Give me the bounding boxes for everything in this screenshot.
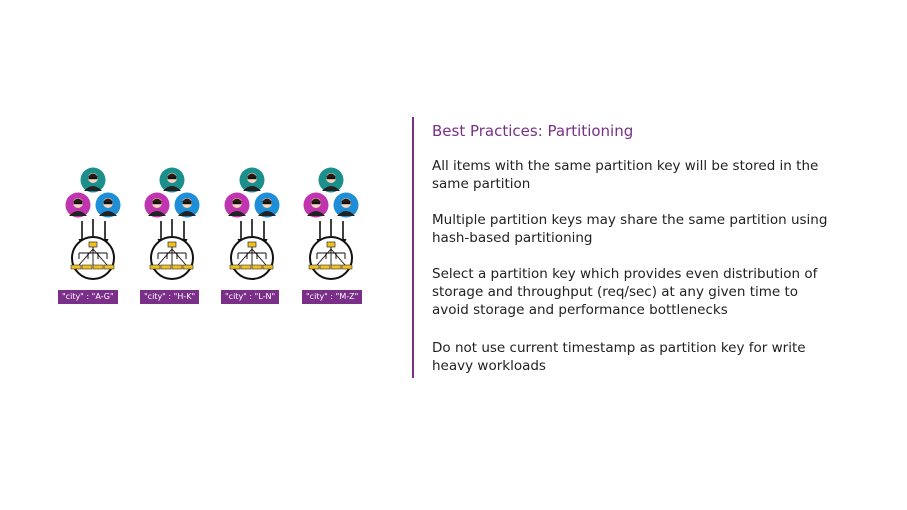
user-icon <box>174 192 200 218</box>
user-icon <box>333 192 359 218</box>
bullet-1: All items with the same partition key wi… <box>432 158 819 192</box>
bullet-2: Multiple partition keys may share the sa… <box>432 212 828 246</box>
user-icon <box>65 192 91 218</box>
partition-tree-icon <box>229 219 274 280</box>
partition-group-2 <box>134 160 210 310</box>
partition-label-4: "city" : "M-Z" <box>302 290 363 304</box>
partition-label-2: "city" : "H-K" <box>140 290 200 304</box>
user-icon <box>95 192 121 218</box>
partition-tree-icon <box>149 219 194 280</box>
user-icon <box>144 192 170 218</box>
user-icon <box>303 192 329 218</box>
users-cluster-icon <box>224 167 280 218</box>
users-cluster-icon <box>65 167 121 218</box>
page-title: Best Practices: Partitioning <box>432 122 634 140</box>
users-cluster-icon <box>303 167 359 218</box>
partition-label-1: "city" : "A-G" <box>58 290 118 304</box>
partition-group-1 <box>55 160 131 310</box>
bullet-3: Select a partition key which provides ev… <box>432 266 818 318</box>
section-divider <box>412 117 414 378</box>
user-icon <box>80 167 106 193</box>
user-icon <box>239 167 265 193</box>
partition-tree-icon <box>70 219 115 280</box>
users-cluster-icon <box>144 167 200 218</box>
bullet-4: Do not use current timestamp as partitio… <box>432 340 806 374</box>
partition-label-3: "city" : "L-N" <box>221 290 280 304</box>
user-icon <box>318 167 344 193</box>
user-icon <box>224 192 250 218</box>
partition-group-3 <box>214 160 290 310</box>
user-icon <box>159 167 185 193</box>
user-icon <box>254 192 280 218</box>
partition-group-4 <box>293 160 369 310</box>
partition-tree-icon <box>308 219 353 280</box>
